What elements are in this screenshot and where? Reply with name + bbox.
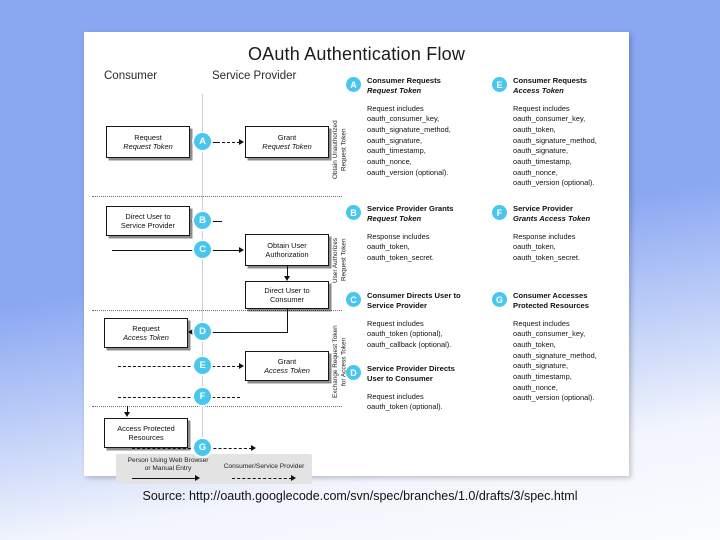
note-badge-f: F bbox=[492, 205, 507, 220]
step-badge-c[interactable]: C bbox=[194, 241, 211, 258]
flow-arrow-a bbox=[239, 139, 244, 145]
note-a: A Consumer Requests Request Token Reques… bbox=[346, 76, 474, 178]
oauth-flow-figure: OAuth Authentication Flow Consumer Servi… bbox=[84, 32, 629, 484]
note-title-f: Service Provider Grants Access Token bbox=[513, 204, 591, 223]
step-badge-b[interactable]: B bbox=[194, 212, 211, 229]
flow-arrow-b bbox=[191, 218, 196, 224]
phase-label-1: Obtain Unauthorized Request Token bbox=[332, 120, 348, 180]
note-badge-b: B bbox=[346, 205, 361, 220]
phase-separator-2 bbox=[92, 310, 342, 311]
phase-separator-3 bbox=[92, 406, 342, 407]
step-badge-f[interactable]: F bbox=[194, 388, 211, 405]
flow-line-d bbox=[192, 332, 288, 333]
column-header-consumer: Consumer bbox=[104, 70, 158, 82]
note-title-c: Consumer Directs User to Service Provide… bbox=[367, 291, 461, 310]
step-badge-g[interactable]: G bbox=[194, 439, 211, 456]
note-badge-a: A bbox=[346, 77, 361, 92]
legend-dashed-line bbox=[232, 478, 292, 479]
note-f: F Service Provider Grants Access Token R… bbox=[492, 204, 620, 264]
flow-arrow-e bbox=[239, 363, 244, 369]
note-title-a: Consumer Requests Request Token bbox=[367, 76, 441, 95]
note-badge-e: E bbox=[492, 77, 507, 92]
box-obtain-user-authorization: Obtain User Authorization bbox=[245, 234, 329, 266]
note-body-b: Response includes oauth_token, oauth_tok… bbox=[367, 231, 434, 263]
diagram-legend: Person Using Web Browser or Manual Entry… bbox=[116, 454, 312, 484]
legend-dashed-arrow bbox=[291, 475, 296, 481]
flow-line-a-right bbox=[212, 142, 240, 143]
box-grant-access-token: Grant Access Token bbox=[245, 351, 329, 381]
note-d: D Service Provider Directs User to Consu… bbox=[346, 364, 474, 413]
flow-line-d-down bbox=[287, 309, 288, 333]
box-direct-user-to-service-provider: Direct User to Service Provider bbox=[106, 206, 190, 236]
note-title-b: Service Provider Grants Request Token bbox=[367, 204, 454, 223]
note-body-f: Response includes oauth_token, oauth_tok… bbox=[513, 231, 580, 263]
flow-line-f bbox=[118, 397, 240, 398]
box-grant-request-token: Grant Request Token bbox=[245, 126, 329, 158]
flow-line-g bbox=[132, 448, 252, 449]
swimlane-divider bbox=[202, 94, 203, 470]
flow-diagram: Consumer Service Provider Request Reques… bbox=[92, 70, 348, 484]
step-badge-d[interactable]: D bbox=[194, 323, 211, 340]
step-badge-a[interactable]: A bbox=[194, 133, 211, 150]
note-title-d: Service Provider Directs User to Consume… bbox=[367, 364, 455, 383]
note-title-g: Consumer Accesses Protected Resources bbox=[513, 291, 589, 310]
note-b: B Service Provider Grants Request Token … bbox=[346, 204, 474, 264]
step-badge-e[interactable]: E bbox=[194, 357, 211, 374]
legend-solid-line bbox=[132, 478, 196, 479]
note-c: C Consumer Directs User to Service Provi… bbox=[346, 291, 474, 351]
flow-arrow-d bbox=[188, 329, 193, 335]
note-g: G Consumer Accesses Protected Resources … bbox=[492, 291, 620, 404]
flow-line-g-down bbox=[127, 406, 128, 414]
flow-line-e bbox=[118, 366, 240, 367]
phase-separator-1 bbox=[92, 196, 342, 197]
flow-line-auth-down bbox=[287, 266, 288, 278]
box-access-protected-resources: Access Protected Resources bbox=[104, 418, 188, 448]
phase-label-2: User Authorizes Request Token bbox=[332, 237, 348, 283]
source-caption: Source: http://oauth.googlecode.com/svn/… bbox=[142, 489, 578, 503]
note-badge-c: C bbox=[346, 292, 361, 307]
note-badge-d: D bbox=[346, 365, 361, 380]
figure-title: OAuth Authentication Flow bbox=[247, 44, 466, 64]
flow-arrow-auth-down bbox=[284, 276, 290, 281]
flow-arrow-c bbox=[239, 247, 244, 253]
note-body-d: Request includes oauth_token (optional). bbox=[367, 391, 443, 412]
note-body-e: Request includes oauth_consumer_key, oau… bbox=[513, 103, 597, 188]
note-title-e: Consumer Requests Access Token bbox=[513, 76, 587, 95]
phase-label-3: Exchange Request Token for Access Token bbox=[332, 325, 348, 399]
column-header-service-provider: Service Provider bbox=[212, 70, 297, 82]
legend-solid-arrow bbox=[195, 475, 200, 481]
flow-arrow-g bbox=[251, 445, 256, 451]
note-e: E Consumer Requests Access Token Request… bbox=[492, 76, 620, 189]
box-request-access-token: Request Access Token bbox=[104, 318, 188, 348]
box-direct-user-to-consumer: Direct User to Consumer bbox=[245, 281, 329, 309]
box-request-request-token: Request Request Token bbox=[106, 126, 190, 158]
note-badge-g: G bbox=[492, 292, 507, 307]
legend-label-machine: Consumer/Service Provider bbox=[223, 463, 305, 470]
flow-line-c bbox=[112, 250, 240, 251]
note-body-a: Request includes oauth_consumer_key, oau… bbox=[367, 103, 451, 177]
note-body-c: Request includes oauth_token (optional),… bbox=[367, 318, 452, 350]
note-body-g: Request includes oauth_consumer_key, oau… bbox=[513, 318, 597, 403]
legend-label-browser: Person Using Web Browser or Manual Entry bbox=[127, 457, 209, 473]
step-annotations: A Consumer Requests Request Token Reques… bbox=[346, 76, 624, 470]
flow-arrow-g-down bbox=[124, 412, 130, 417]
